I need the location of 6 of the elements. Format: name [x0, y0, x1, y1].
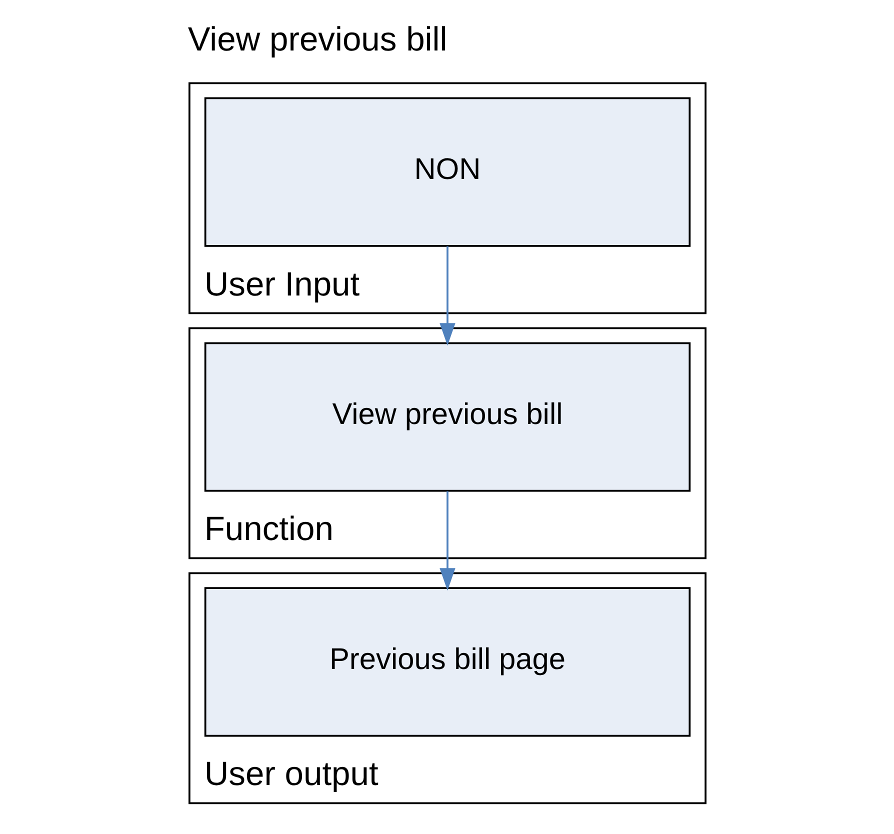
node-box: View previous bill — [204, 342, 690, 492]
diagram-title: View previous bill — [187, 21, 447, 58]
node-box: Previous bill page — [204, 587, 690, 737]
node-box: NON — [204, 97, 690, 247]
arrow — [439, 246, 455, 346]
arrow — [439, 491, 455, 591]
